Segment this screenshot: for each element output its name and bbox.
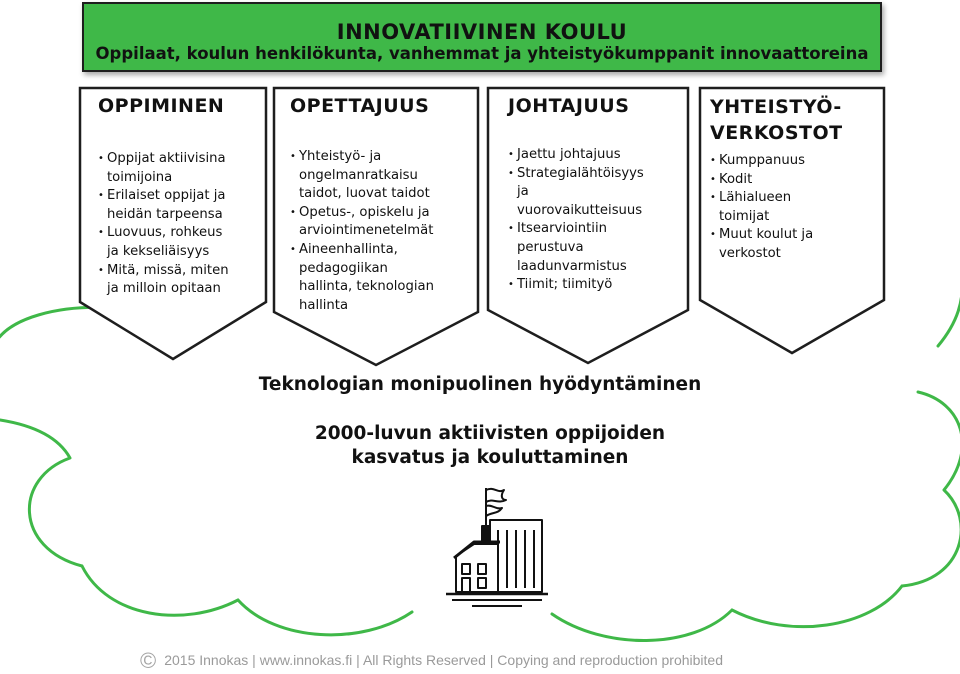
pillar-list: Jaettu johtajuus Strategialähtöisyysjavu… (508, 146, 684, 295)
pillar-johtajuus: JOHTAJUUS Jaettu johtajuus Strategialäht… (486, 86, 690, 366)
pillar-title: YHTEISTYÖ- VERKOSTOT (710, 96, 843, 144)
banner-subtitle: Oppilaat, koulun henkilökunta, vanhemmat… (95, 44, 869, 63)
header-banner: INNOVATIIVINEN KOULU Oppilaat, koulun he… (82, 2, 882, 72)
list-item: Tiimit; tiimityö (508, 276, 684, 295)
footer-text: 2015 Innokas | www.innokas.fi | All Righ… (164, 652, 724, 668)
list-item: Kumppanuus (710, 152, 882, 171)
century-heading: 2000-luvun aktiivisten oppijoiden kasvat… (314, 423, 666, 468)
pillar-title: OPETTAJUUS (290, 95, 430, 117)
pillar-oppiminen: OPPIMINEN Oppijat aktiivisinatoimijoina … (78, 86, 268, 362)
pillar-yhteistyoverkostot: YHTEISTYÖ- VERKOSTOT Kumppanuus Kodit Lä… (698, 86, 886, 356)
banner-title: INNOVATIIVINEN KOULU (336, 20, 628, 44)
school-building-icon (442, 484, 552, 609)
list-item: Kodit (710, 171, 882, 190)
pillar-title: OPPIMINEN (98, 95, 225, 117)
copyright-symbol: © (140, 648, 157, 673)
pillar-opettajuus: OPETTAJUUS Yhteistyö- jaongelmanratkaisu… (272, 86, 480, 368)
pillar-title: JOHTAJUUS (508, 95, 630, 117)
copyright-footer: © 2015 Innokas | www.innokas.fi | All Rig… (140, 648, 840, 673)
list-item: Jaettu johtajuus (508, 146, 684, 165)
technology-heading: Teknologian monipuolinen hyödyntäminen (258, 374, 702, 395)
